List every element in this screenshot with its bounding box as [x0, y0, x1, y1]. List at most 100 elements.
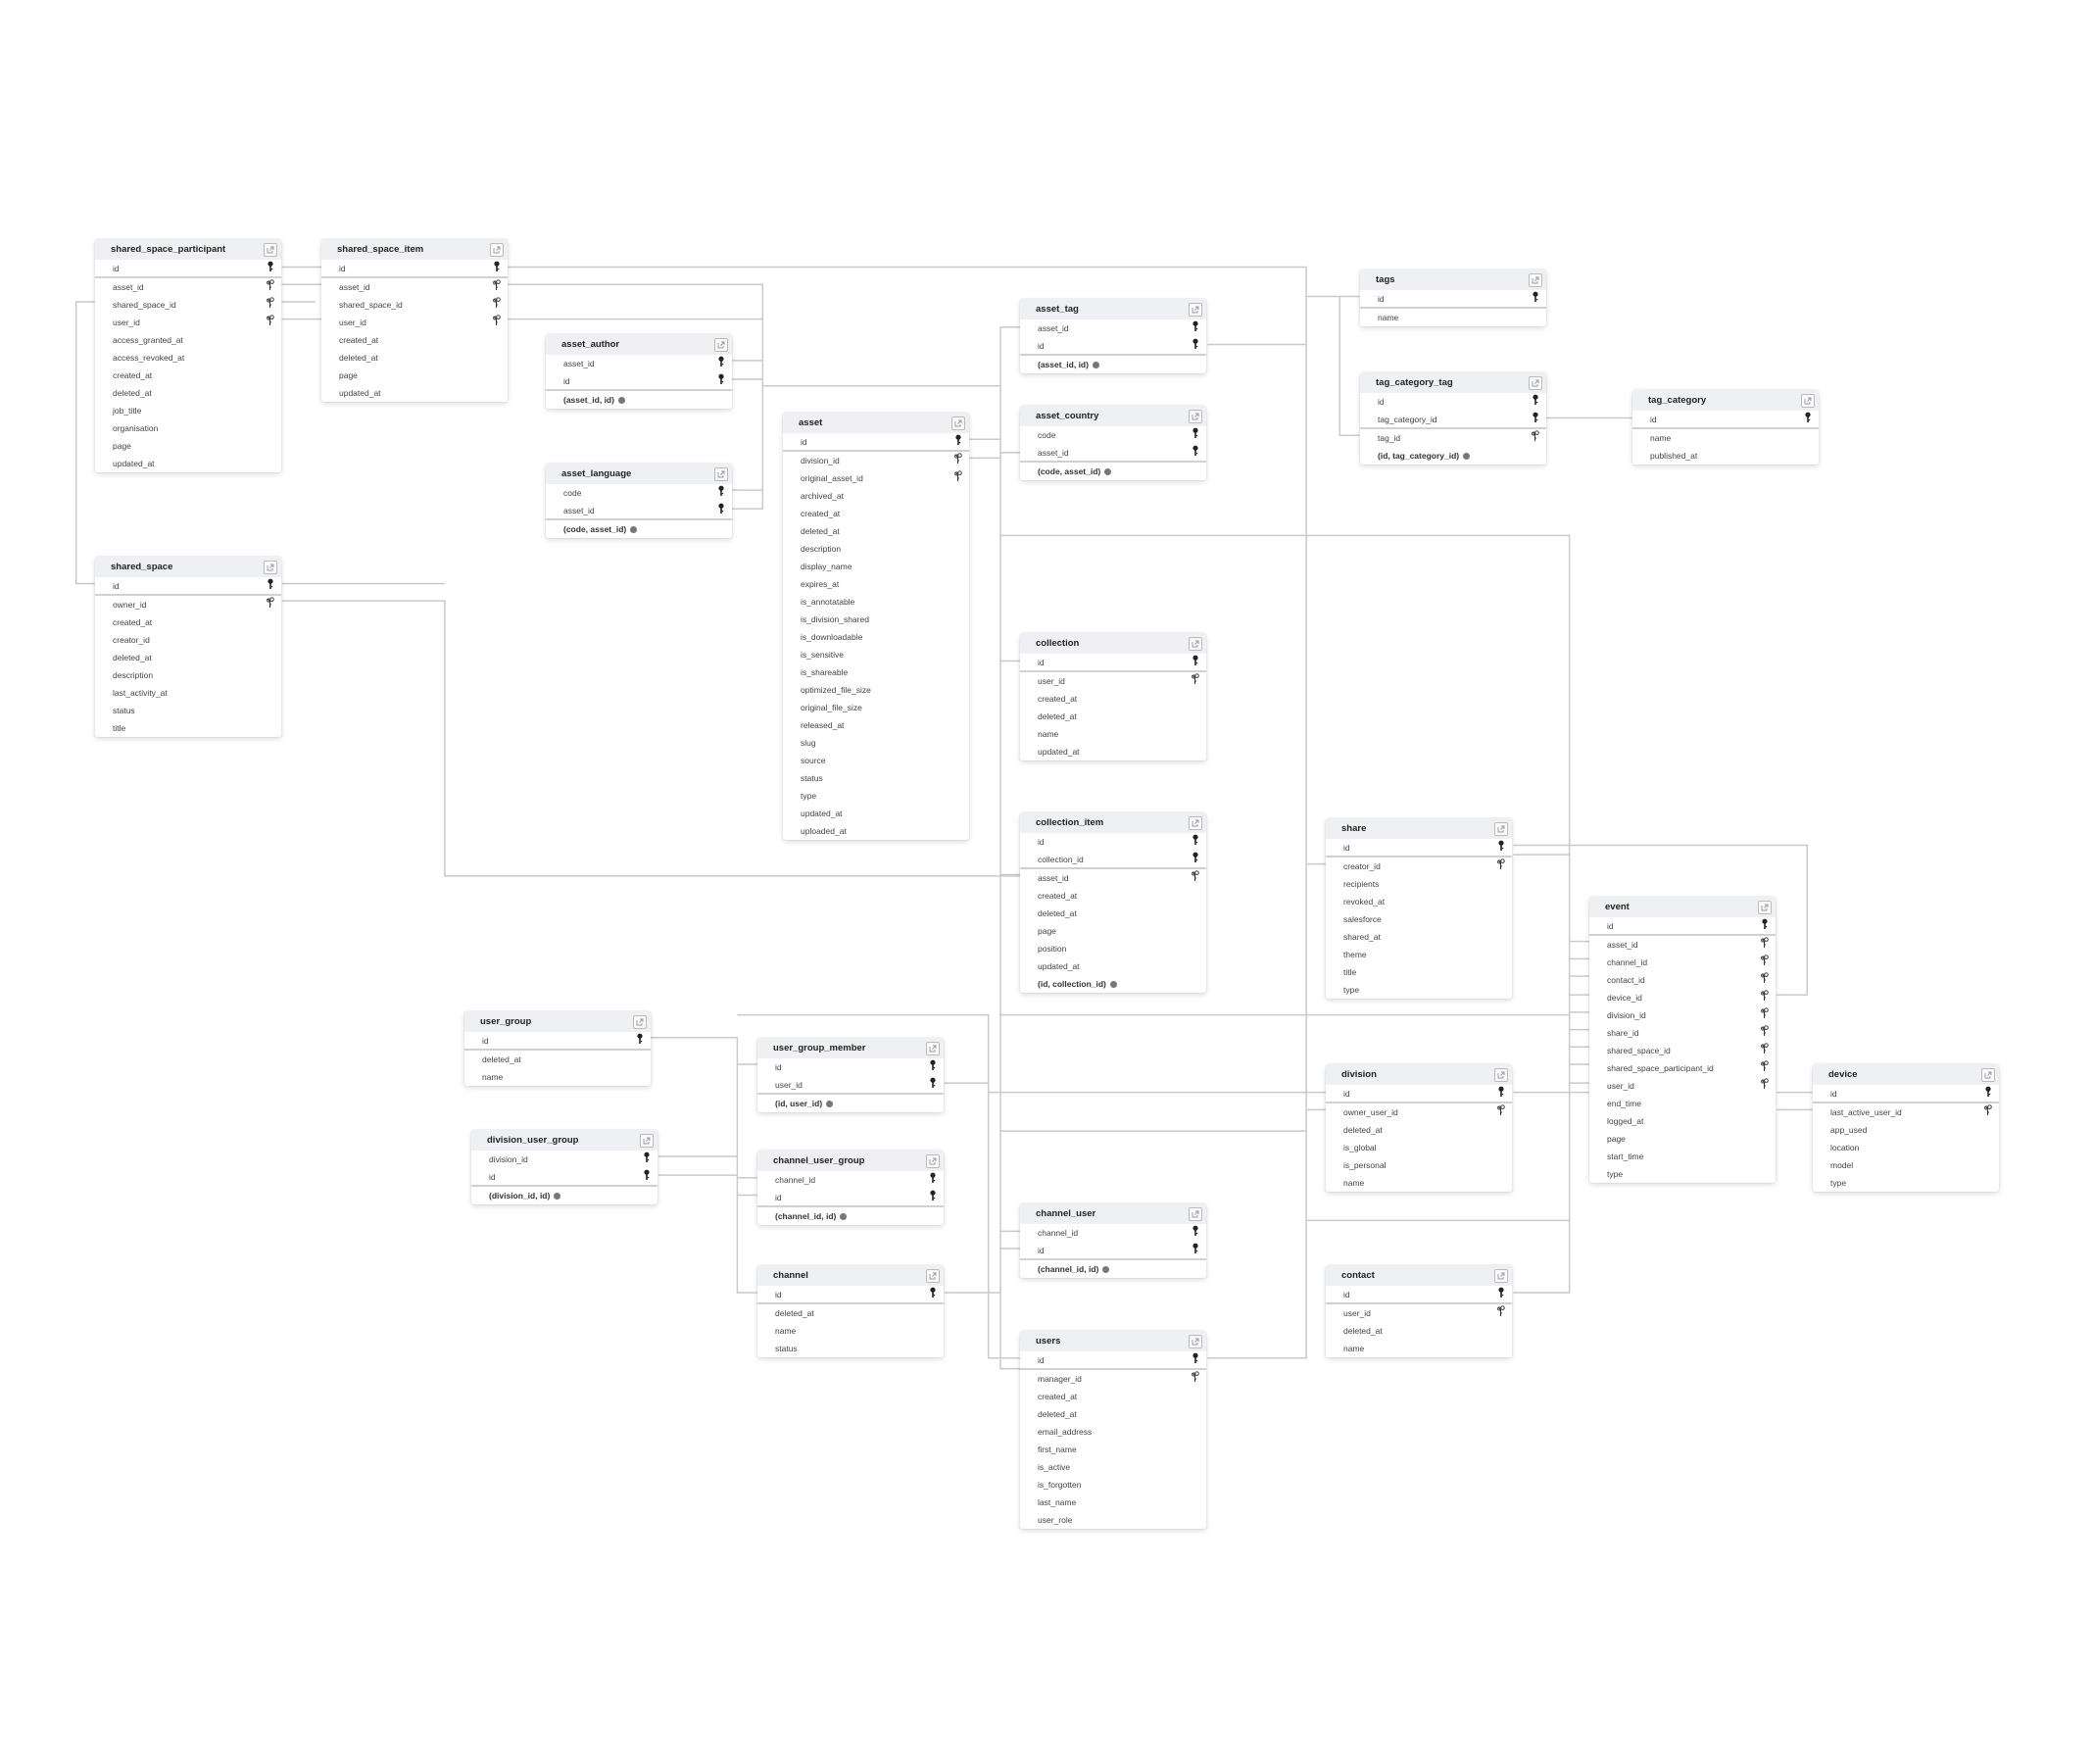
column-row[interactable]: shared_space_id	[1589, 1042, 1776, 1059]
column-row[interactable]: revoked_at	[1326, 893, 1512, 910]
column-row[interactable]: created_at	[321, 331, 508, 349]
column-row[interactable]: status	[783, 769, 969, 787]
column-row[interactable]: created_at	[783, 505, 969, 522]
table-header[interactable]: shared_space_item	[321, 239, 508, 260]
column-row[interactable]: is_shareable	[783, 663, 969, 681]
composite-key-row[interactable]: (division_id, id)	[471, 1187, 657, 1204]
column-row[interactable]: id	[95, 577, 281, 596]
column-row[interactable]: last_activity_at	[95, 684, 281, 702]
composite-key-row[interactable]: (code, asset_id)	[546, 520, 732, 538]
column-row[interactable]: shared_space_id	[95, 296, 281, 314]
column-row[interactable]: optimized_file_size	[783, 681, 969, 699]
column-row[interactable]: deleted_at	[757, 1304, 944, 1322]
table-header[interactable]: asset	[783, 413, 969, 433]
column-row[interactable]: deleted_at	[1326, 1121, 1512, 1139]
column-row[interactable]: shared_space_participant_id	[1589, 1059, 1776, 1077]
open-table-icon[interactable]	[1529, 273, 1542, 287]
column-row[interactable]: description	[95, 666, 281, 684]
column-row[interactable]: source	[783, 752, 969, 769]
column-row[interactable]: updated_at	[783, 805, 969, 822]
column-row[interactable]: user_id	[757, 1076, 944, 1095]
table-header[interactable]: user_group	[464, 1011, 651, 1032]
open-table-icon[interactable]	[951, 416, 965, 430]
composite-key-row[interactable]: (code, asset_id)	[1020, 463, 1206, 480]
column-row[interactable]: id	[1326, 1085, 1512, 1103]
column-row[interactable]: updated_at	[321, 384, 508, 402]
column-row[interactable]: salesforce	[1326, 910, 1512, 928]
open-table-icon[interactable]	[640, 1134, 654, 1148]
column-row[interactable]: code	[546, 484, 732, 502]
column-row[interactable]: id	[757, 1058, 944, 1076]
column-row[interactable]: logged_at	[1589, 1112, 1776, 1130]
info-icon[interactable]	[826, 1100, 834, 1107]
column-row[interactable]: email_address	[1020, 1423, 1206, 1441]
column-row[interactable]: first_name	[1020, 1441, 1206, 1458]
open-table-icon[interactable]	[633, 1015, 647, 1029]
column-row[interactable]: division_id	[783, 452, 969, 469]
column-row[interactable]: contact_id	[1589, 971, 1776, 989]
column-row[interactable]: name	[757, 1322, 944, 1340]
column-row[interactable]: id	[464, 1032, 651, 1051]
column-row[interactable]: division_id	[1589, 1006, 1776, 1024]
column-row[interactable]: asset_id	[1020, 319, 1206, 337]
table-header[interactable]: user_group_member	[757, 1038, 944, 1058]
column-row[interactable]: type	[1326, 981, 1512, 999]
column-row[interactable]: shared_at	[1326, 928, 1512, 946]
table-header[interactable]: division_user_group	[471, 1130, 657, 1151]
column-row[interactable]: code	[1020, 426, 1206, 444]
column-row[interactable]: theme	[1326, 946, 1512, 963]
table-header[interactable]: channel_user	[1020, 1203, 1206, 1224]
column-row[interactable]: title	[95, 719, 281, 737]
column-row[interactable]: released_at	[783, 716, 969, 734]
column-row[interactable]: name	[464, 1068, 651, 1086]
column-row[interactable]: id	[1632, 411, 1819, 429]
column-row[interactable]: page	[321, 367, 508, 384]
info-icon[interactable]	[617, 396, 625, 404]
open-table-icon[interactable]	[1189, 410, 1202, 423]
open-table-icon[interactable]	[264, 561, 277, 574]
column-row[interactable]: original_asset_id	[783, 469, 969, 487]
column-row[interactable]: deleted_at	[1020, 1405, 1206, 1423]
table-header[interactable]: device	[1813, 1064, 1999, 1085]
column-row[interactable]: device_id	[1589, 989, 1776, 1006]
info-icon[interactable]	[1463, 452, 1471, 460]
column-row[interactable]: uploaded_at	[783, 822, 969, 840]
composite-key-row[interactable]: (id, user_id)	[757, 1095, 944, 1112]
column-row[interactable]: channel_id	[1589, 954, 1776, 971]
open-table-icon[interactable]	[1494, 822, 1508, 836]
column-row[interactable]: created_at	[95, 613, 281, 631]
column-row[interactable]: user_role	[1020, 1511, 1206, 1529]
open-table-icon[interactable]	[264, 243, 277, 257]
column-row[interactable]: division_id	[471, 1151, 657, 1168]
column-row[interactable]: id	[1020, 337, 1206, 356]
composite-key-row[interactable]: (asset_id, id)	[1020, 356, 1206, 373]
composite-key-row[interactable]: (channel_id, id)	[1020, 1260, 1206, 1278]
column-row[interactable]: owner_id	[95, 596, 281, 613]
column-row[interactable]: expires_at	[783, 575, 969, 593]
info-icon[interactable]	[554, 1192, 561, 1200]
column-row[interactable]: deleted_at	[321, 349, 508, 367]
column-row[interactable]: user_id	[1020, 672, 1206, 690]
column-row[interactable]: updated_at	[1020, 957, 1206, 975]
column-row[interactable]: is_active	[1020, 1458, 1206, 1476]
table-header[interactable]: tag_category	[1632, 390, 1819, 411]
column-row[interactable]: id	[1020, 833, 1206, 851]
column-row[interactable]: id	[321, 260, 508, 278]
column-row[interactable]: asset_id	[95, 278, 281, 296]
column-row[interactable]: created_at	[1020, 1388, 1206, 1405]
column-row[interactable]: asset_id	[1020, 869, 1206, 887]
column-row[interactable]: user_id	[1326, 1304, 1512, 1322]
table-header[interactable]: asset_language	[546, 464, 732, 484]
column-row[interactable]: id	[757, 1286, 944, 1304]
column-row[interactable]: name	[1632, 429, 1819, 447]
